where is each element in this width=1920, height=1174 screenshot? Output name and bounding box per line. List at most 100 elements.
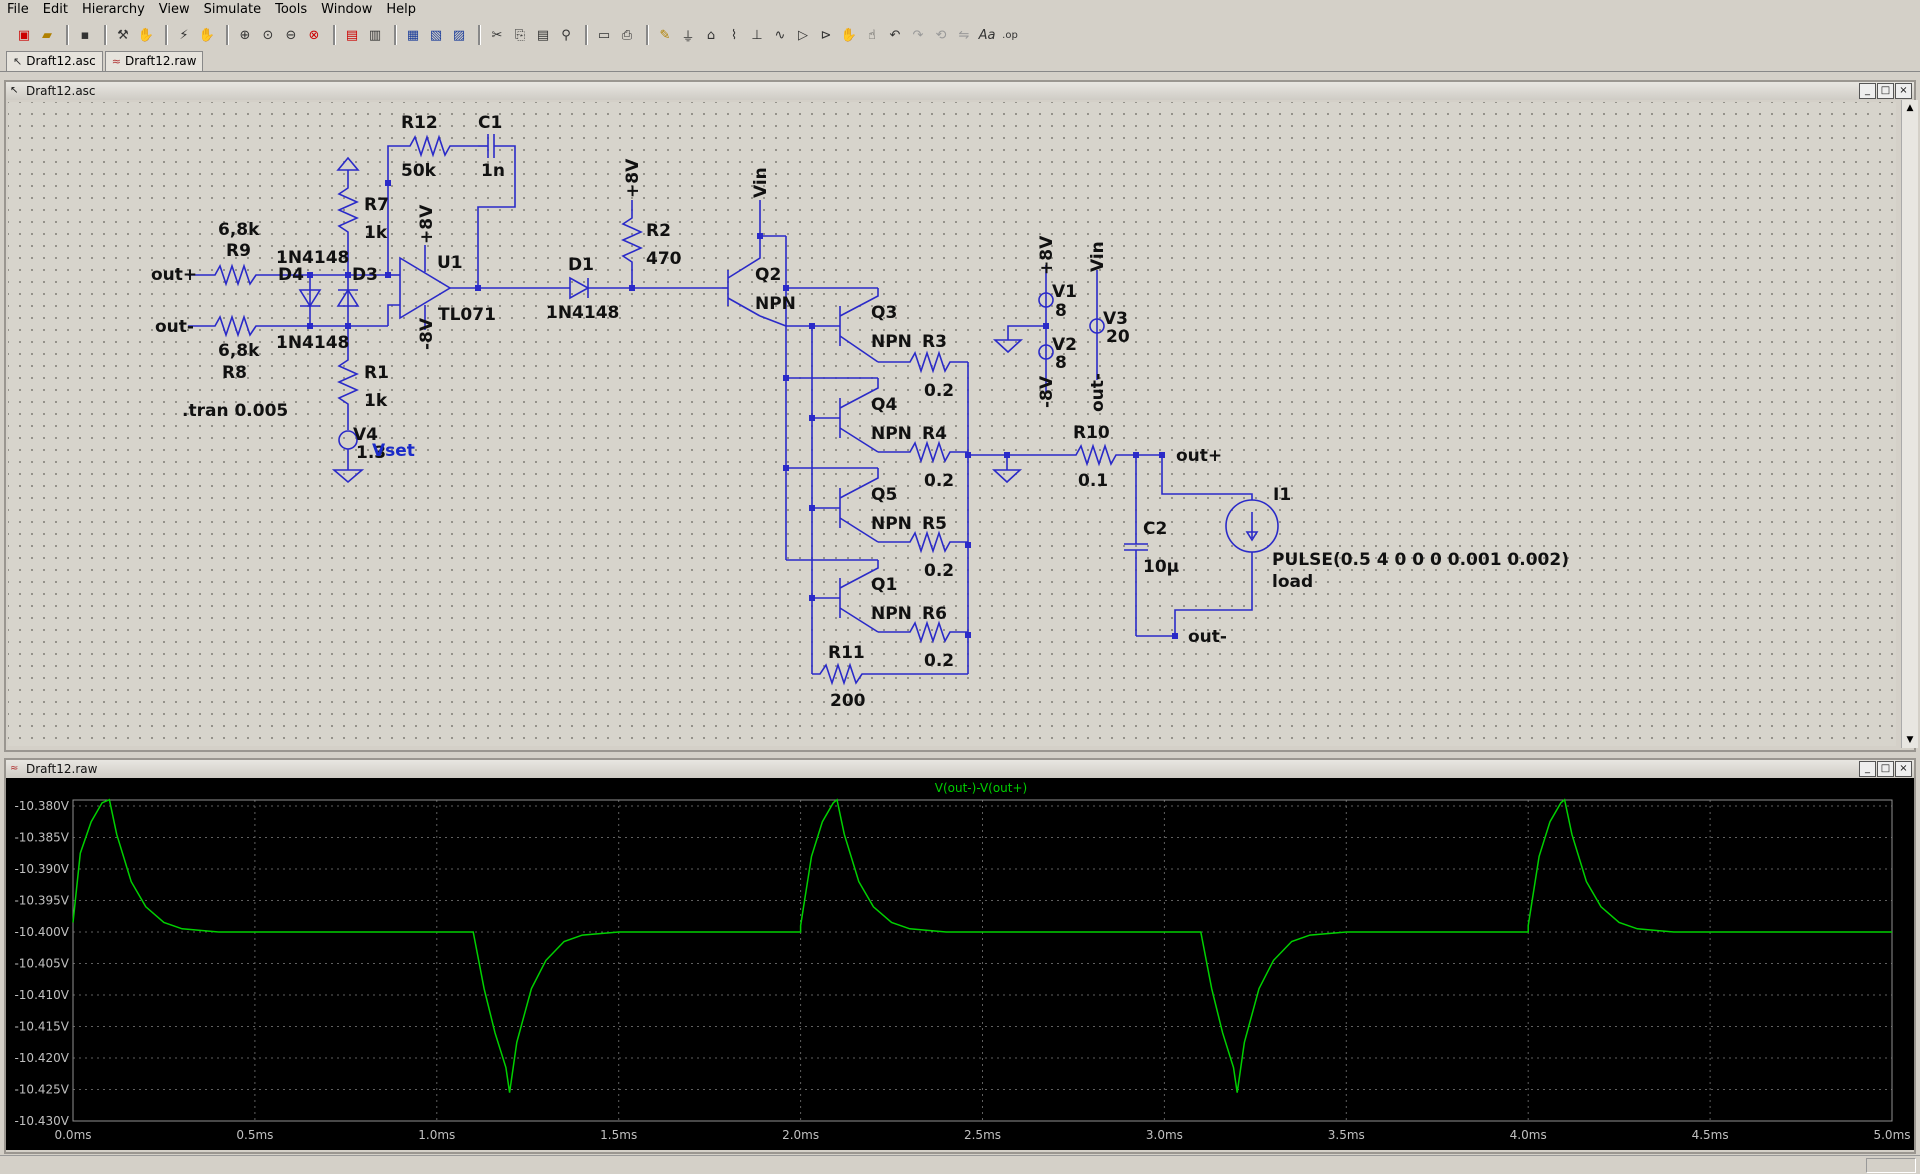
tab-schematic[interactable]: ↖Draft12.asc [6,51,103,71]
resistor-icon[interactable]: ⌇ [730,27,738,43]
zoom-fit-icon[interactable]: ⊗ [308,27,320,43]
transistor-q1-symbol[interactable] [839,560,879,633]
menu-hierarchy[interactable]: Hierarchy [81,2,145,17]
undo-icon[interactable]: ↶ [889,27,901,43]
r6-name-label: R6 [922,604,947,624]
maximize-button[interactable]: □ [1877,761,1894,777]
draw-wire-icon[interactable]: ✎ [659,27,671,43]
resistor-r6-symbol[interactable] [878,620,968,644]
redo-icon[interactable]: ↷ [912,27,924,43]
resistor-r5-symbol[interactable] [878,530,968,554]
waveform-plot[interactable]: V(out-)-V(out+) -10.380V-10.385V-10.390V… [6,778,1914,1150]
toolbar-separator [646,25,649,45]
menu-simulate[interactable]: Simulate [203,2,262,17]
text-icon[interactable]: Aa [978,27,996,43]
scroll-down-icon[interactable]: ▼ [1906,735,1914,745]
inductor-icon[interactable]: ∿ [774,27,786,43]
diode-d1-symbol[interactable] [569,276,590,300]
drag-hand-icon[interactable]: ☝ [868,27,876,43]
tran-directive[interactable]: .tran 0.005 [182,401,288,421]
menu-edit[interactable]: Edit [42,2,68,17]
copy-icon[interactable]: ⎘ [514,27,526,43]
y-tick-label: -10.395V [14,894,69,908]
resistor-r9-symbol[interactable] [188,263,310,287]
cut-icon[interactable]: ✂ [491,27,503,43]
r4-name-label: R4 [922,424,947,444]
resistor-r3-symbol[interactable] [878,350,968,374]
print-icon[interactable]: ⎙ [621,27,633,43]
resistor-r7-symbol[interactable] [337,170,359,275]
control-panel-icon[interactable]: ⚒ [117,27,129,43]
new-schematic-icon[interactable]: ▣ [17,27,31,43]
halt-icon[interactable]: ✋ [198,27,216,43]
ground-icon[interactable]: ⏚ [681,29,695,45]
diode-d3-symbol[interactable] [336,288,360,307]
v3-name-label: V3 [1103,309,1128,329]
open-folder-icon[interactable]: ▰ [42,27,52,43]
net-out-plus-label: out+ [151,265,197,285]
menu-window[interactable]: Window [321,2,373,17]
run-icon[interactable]: ⚡ [179,27,189,43]
tab-waveform[interactable]: ≈Draft12.raw [104,51,204,71]
schematic-canvas[interactable] [8,102,1896,746]
resistor-r8-symbol[interactable] [188,314,310,338]
component-icon[interactable]: ⊳ [820,27,832,43]
resistor-r2-symbol[interactable] [621,200,643,288]
diode-icon[interactable]: ▷ [798,27,808,43]
vref-flag-icon [336,156,360,171]
schematic-vertical-scrollbar[interactable]: ▲ ▼ [1901,100,1918,748]
resistor-r10-symbol[interactable] [1068,443,1136,467]
maximize-button[interactable]: □ [1877,83,1894,99]
save-icon[interactable]: ▪ [80,27,90,43]
y-tick-label: -10.385V [14,831,69,845]
autorange-icon[interactable]: ▤ [345,27,359,43]
schematic-window-titlebar[interactable]: ↖ Draft12.asc _ □ × [6,82,1914,100]
menu-help[interactable]: Help [386,2,417,17]
find-icon[interactable]: ⚲ [561,27,571,43]
label-net-icon[interactable]: ⌂ [706,27,716,43]
trace-title[interactable]: V(out-)-V(out+) [935,781,1027,795]
x-tick-label: 1.0ms [418,1128,455,1142]
capacitor-icon[interactable]: ⊥ [751,27,763,43]
toolbar-separator [226,25,229,45]
close-button[interactable]: × [1895,83,1912,99]
resistor-r4-symbol[interactable] [878,440,968,464]
menu-file[interactable]: File [7,2,29,17]
delete-trace-icon[interactable]: ▥ [368,27,382,43]
zoom-pan-icon[interactable]: ⊙ [262,27,274,43]
voltage-source-v1-symbol[interactable] [1038,292,1054,308]
ground-icon [331,469,365,484]
waveform-icon: ≈ [10,763,19,774]
spice-directive-icon[interactable]: .op [1002,29,1018,41]
transistor-q4-symbol[interactable] [839,378,879,453]
tile-vertical-icon[interactable]: ▨ [452,27,466,43]
x-tick-label: 2.5ms [964,1128,1001,1142]
move-hand-icon[interactable]: ✋ [840,27,858,43]
trace-v-out[interactable] [72,798,1892,1093]
r7-name-label: R7 [364,195,389,215]
transistor-q3-symbol[interactable] [839,288,879,363]
resistor-r11-symbol[interactable] [812,662,968,686]
minimize-button[interactable]: _ [1859,83,1876,99]
paste-icon[interactable]: ▤ [536,27,550,43]
minimize-button[interactable]: _ [1859,761,1876,777]
pan-hand-icon[interactable]: ✋ [137,27,155,43]
menu-view[interactable]: View [158,2,190,17]
close-button[interactable]: × [1895,761,1912,777]
opamp-u1-symbol[interactable] [399,256,452,320]
menu-tools[interactable]: Tools [275,2,308,17]
zoom-in-icon[interactable]: ⊕ [239,27,251,43]
voltage-source-v3-symbol[interactable] [1089,318,1105,334]
diode-d4-symbol[interactable] [298,289,322,308]
transistor-q5-symbol[interactable] [839,468,879,543]
scroll-up-icon[interactable]: ▲ [1906,103,1914,113]
tile-horizontal-icon[interactable]: ▦ [406,27,420,43]
voltage-source-v2-symbol[interactable] [1038,344,1054,360]
resistor-r1-symbol[interactable] [337,326,359,430]
cascade-icon[interactable]: ▧ [429,27,443,43]
mirror-icon[interactable]: ⇋ [958,27,970,43]
waveform-window-titlebar[interactable]: ≈ Draft12.raw _ □ × [6,760,1914,778]
zoom-out-icon[interactable]: ⊖ [285,27,297,43]
rotate-icon[interactable]: ⟲ [935,27,947,43]
print-setup-icon[interactable]: ▭ [597,27,611,43]
